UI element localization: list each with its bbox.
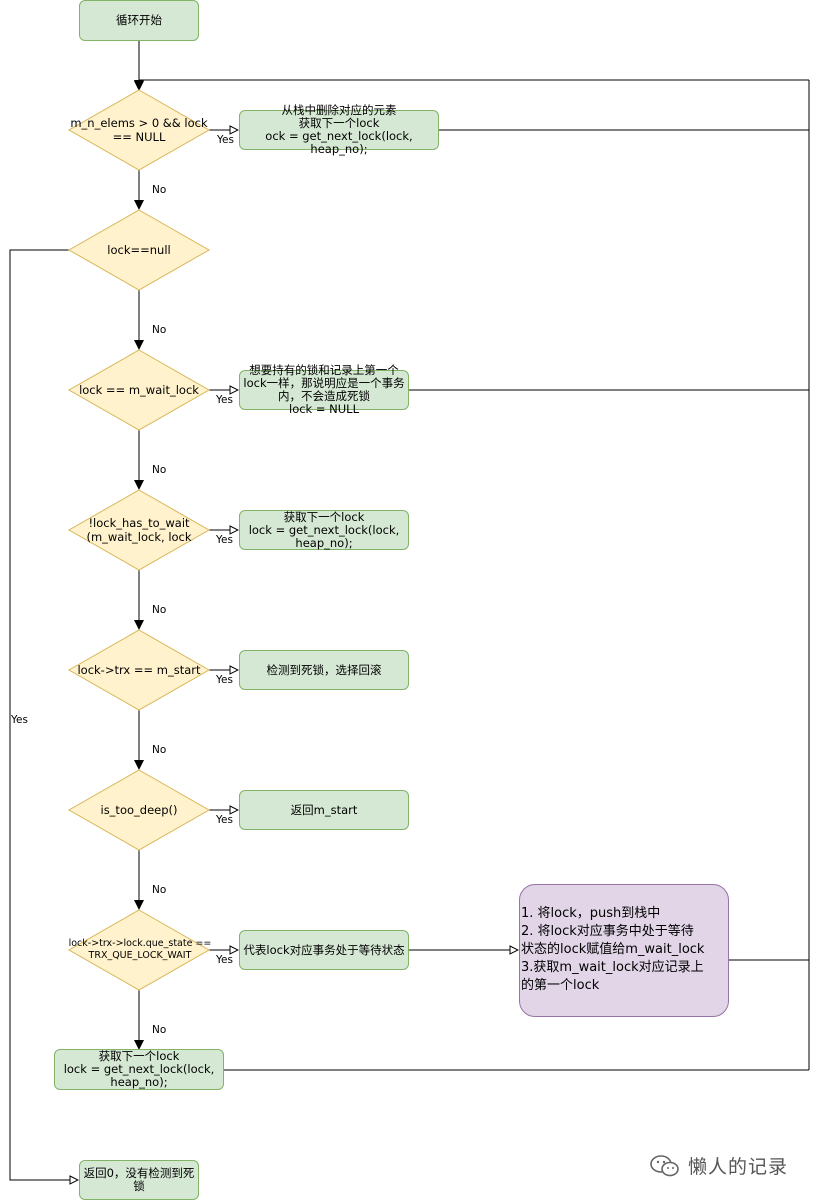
end-node-text: 返回0，没有检测到死 锁 (83, 1166, 195, 1193)
action-a7-text: 代表lock对应事务处于等待状态 (243, 942, 405, 957)
label-yes-d3: Yes (216, 394, 233, 406)
action-p7: 1. 将lock，push到栈中 2. 将lock对应事务中处于等待 状态的lo… (519, 884, 729, 1017)
start-node-text: 循环开始 (116, 13, 162, 27)
action-a5-text: 检测到死锁，选择回滚 (266, 662, 382, 677)
decision-d2-text: lock==null (107, 243, 171, 257)
end-node: 返回0，没有检测到死 锁 (79, 1160, 199, 1200)
label-yes-d7: Yes (216, 954, 233, 966)
edge-d2-end (9, 249, 78, 1180)
label-no-d5: No (152, 744, 167, 756)
diamond-d1 (67, 89, 211, 171)
label-no-d6: No (152, 884, 167, 896)
diamond-d7 (67, 909, 211, 991)
action-p7-text: 1. 将lock，push到栈中 2. 将lock对应事务中处于等待 状态的lo… (521, 906, 705, 993)
action-a3: 想要持有的锁和记录上第一个 lock一样，那说明应是一个事务 内，不会造成死锁 … (239, 364, 409, 416)
diamond-d5 (67, 629, 211, 711)
action-a1: 从栈中删除对应的元素 获取下一个lock ock = get_next_lock… (239, 104, 439, 156)
action-a8-text: 获取下一个lock lock = get_next_lock(lock, hea… (63, 1049, 215, 1089)
start-node: 循环开始 (79, 0, 199, 41)
label-yes-d4: Yes (216, 534, 233, 546)
wechat-icon (650, 1154, 679, 1176)
diamond-d3 (67, 349, 211, 431)
label-no-d4: No (152, 604, 167, 616)
decision-d4-text: !lock_has_to_wait (m_wait_lock, lock (86, 516, 192, 544)
label-yes-d5: Yes (216, 674, 233, 686)
label-no-d3: No (152, 464, 167, 476)
action-a3-text: 想要持有的锁和记录上第一个 lock一样，那说明应是一个事务 内，不会造成死锁 … (243, 363, 405, 416)
action-a7: 代表lock对应事务处于等待状态 (239, 930, 409, 970)
diamond-d6 (67, 769, 211, 851)
action-a6: 返回m_start (239, 790, 409, 830)
label-yes-d6: Yes (216, 814, 233, 826)
decision-d7-text: lock->trx->lock.que_state == TRX_QUE_LOC… (68, 938, 212, 961)
decision-d5-text: lock->trx == m_start (77, 663, 201, 677)
action-a4: 获取下一个lock lock = get_next_lock(lock, hea… (239, 510, 409, 550)
action-a8: 获取下一个lock lock = get_next_lock(lock, hea… (54, 1049, 224, 1090)
diamond-d4 (67, 489, 211, 571)
diamond-d2 (67, 209, 211, 291)
action-a6-text: 返回m_start (290, 802, 358, 817)
decision-d6-text: is_too_deep() (100, 803, 178, 817)
label-yes-d1: Yes (217, 134, 234, 146)
label-yes-d2: Yes (11, 714, 28, 726)
watermark-text: 懒人的记录 (688, 1156, 789, 1178)
action-a1-text: 从栈中删除对应的元素 获取下一个lock ock = get_next_lock… (265, 103, 413, 156)
watermark: 懒人的记录 (650, 1152, 788, 1179)
action-a5: 检测到死锁，选择回滚 (239, 650, 409, 690)
decision-d3-text: lock == m_wait_lock (79, 383, 199, 397)
decision-d1-text: m_n_elems > 0 && lock == NULL (70, 116, 208, 144)
label-no-d2: No (152, 324, 167, 336)
action-a4-text: 获取下一个lock lock = get_next_lock(lock, hea… (248, 509, 400, 550)
label-no-d7: No (152, 1024, 167, 1036)
label-no-d1: No (152, 184, 167, 196)
